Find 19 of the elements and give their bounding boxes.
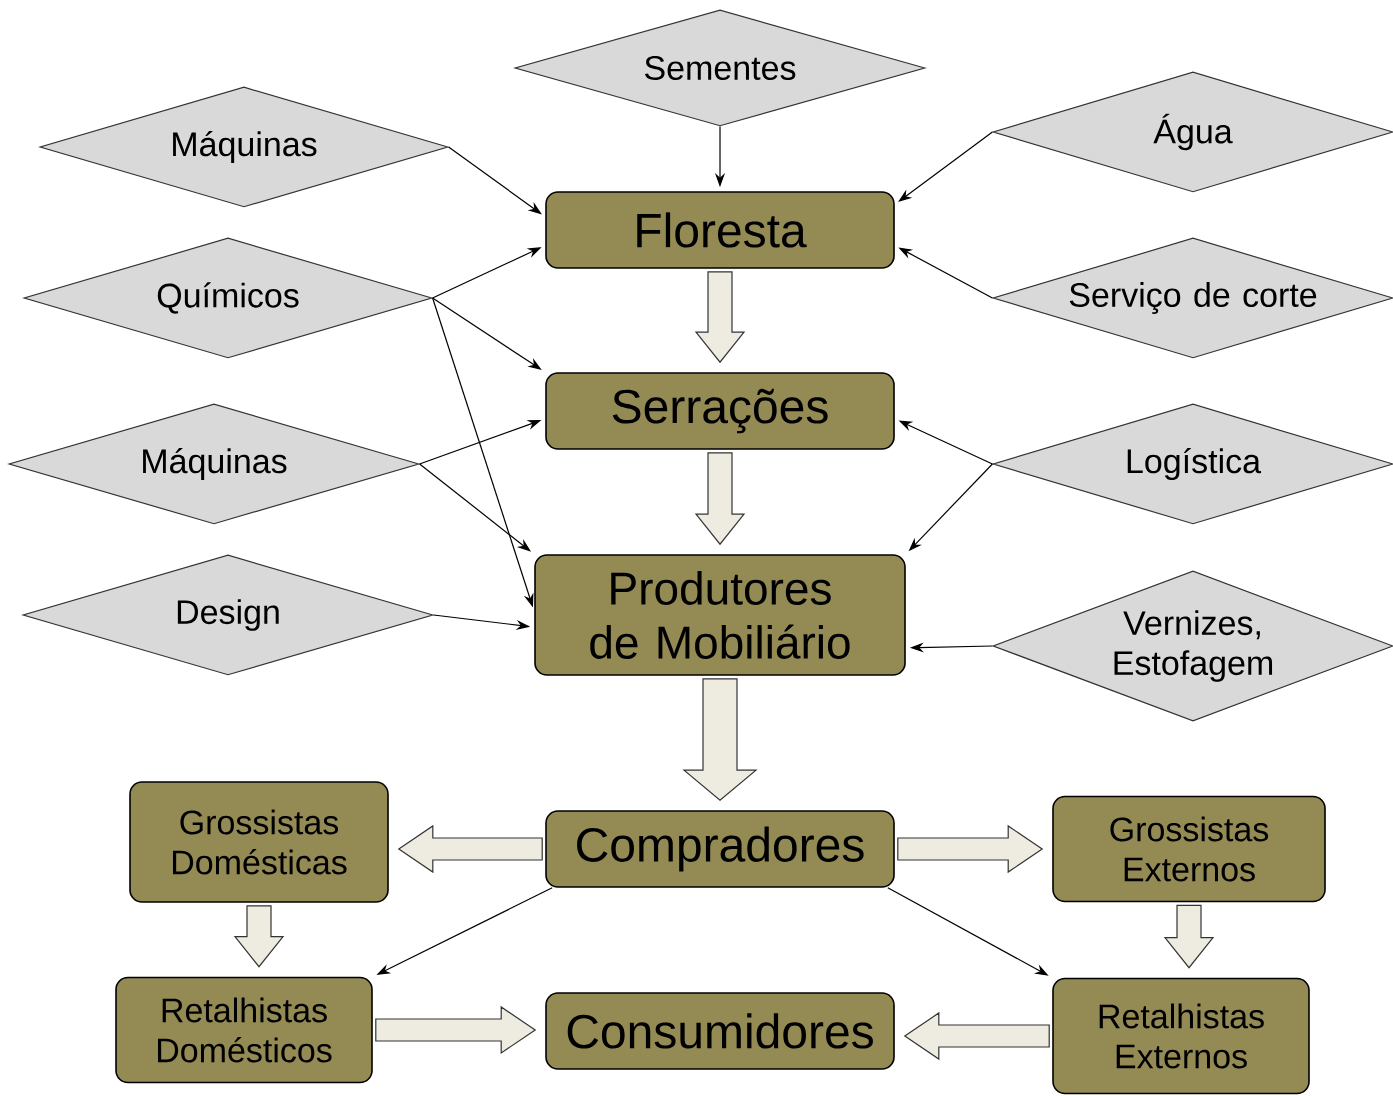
process-box: Grossistas Externos: [1052, 795, 1326, 903]
block-arrow: [897, 824, 1044, 874]
block-arrow: [397, 824, 543, 874]
process-box: Floresta: [545, 191, 895, 269]
process-box: Produtores de Mobiliário: [534, 554, 906, 676]
process-box: Consumidores: [545, 992, 895, 1070]
block-arrow: [375, 1005, 537, 1055]
process-box: Serrações: [545, 372, 895, 450]
block-arrow: [694, 452, 746, 546]
process-box: Grossistas Domésticas: [129, 781, 389, 903]
process-box: Compradores: [545, 810, 895, 888]
process-box: Retalhistas Externos: [1052, 977, 1310, 1095]
block-arrow: [1163, 904, 1215, 969]
block-arrow: [233, 905, 285, 968]
block-arrow: [903, 1011, 1050, 1061]
block-arrow: [682, 678, 758, 801]
arrow: [898, 131, 993, 202]
block-arrow: [694, 271, 746, 364]
process-box: Retalhistas Domésticos: [115, 976, 373, 1084]
